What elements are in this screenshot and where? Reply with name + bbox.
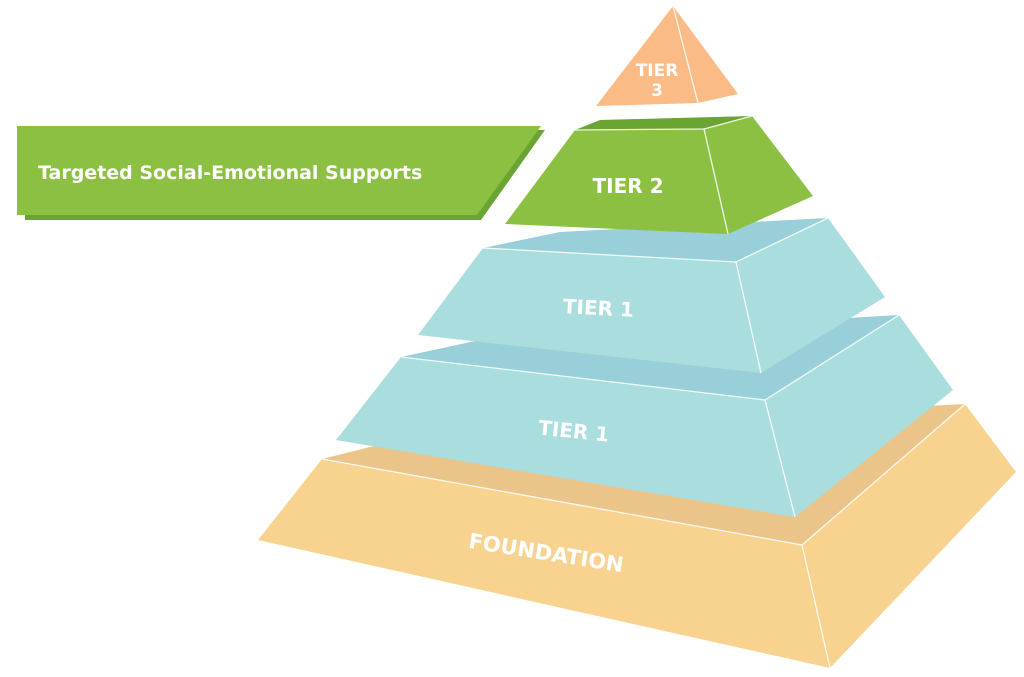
tier2-edge-top-right: [703, 115, 753, 130]
tier1-upper-side-face: [736, 218, 885, 373]
foundation-edge-top-right: [801, 403, 966, 546]
tier1-lower-edge-corner: [764, 399, 796, 518]
tier1-lower-edge-front-top: [400, 356, 766, 401]
tier1-upper-edge-top-right: [735, 217, 829, 263]
tier2-edge-front-top: [574, 128, 705, 131]
tier3-label-line2: 3: [651, 81, 663, 101]
tier2-side-face: [704, 116, 813, 234]
tier1-upper-edge-corner: [735, 261, 762, 374]
tier3-front-face: [596, 6, 698, 106]
tier3-label-line1: TIER: [636, 61, 679, 81]
tier1-lower-edge-top-right: [764, 314, 900, 401]
tier3-edge-ridge: [672, 5, 699, 104]
callout-banner-text: Targeted Social-Emotional Supports: [38, 162, 422, 184]
tier2-front-face: [505, 129, 728, 234]
callout-banner-body: [17, 126, 541, 215]
tier1-upper-edge-front-top: [482, 247, 737, 263]
tier1-upper-front-face: [418, 248, 761, 373]
tier1-lower-front-face: [336, 357, 795, 517]
tier1-upper-block[interactable]: TIER 1: [418, 217, 885, 374]
tier1-lower-side-face: [765, 315, 953, 517]
tier3-side-face: [673, 6, 738, 103]
foundation-edge-front-top: [321, 458, 803, 546]
foundation-front-face: [258, 459, 830, 668]
tier1-upper-label: TIER 1: [562, 294, 634, 322]
tier2-label: TIER 2: [592, 174, 663, 198]
callout-banner[interactable]: Targeted Social-Emotional Supports: [17, 126, 545, 220]
tier3-block[interactable]: TIER 3: [596, 5, 738, 106]
tier2-top-face: [575, 116, 752, 130]
tier2-block[interactable]: TIER 2: [505, 115, 813, 235]
foundation-edge-corner: [801, 544, 831, 669]
foundation-side-face: [802, 404, 1016, 668]
tier2-edge-corner: [703, 128, 729, 235]
tier1-upper-top-face: [483, 218, 828, 262]
